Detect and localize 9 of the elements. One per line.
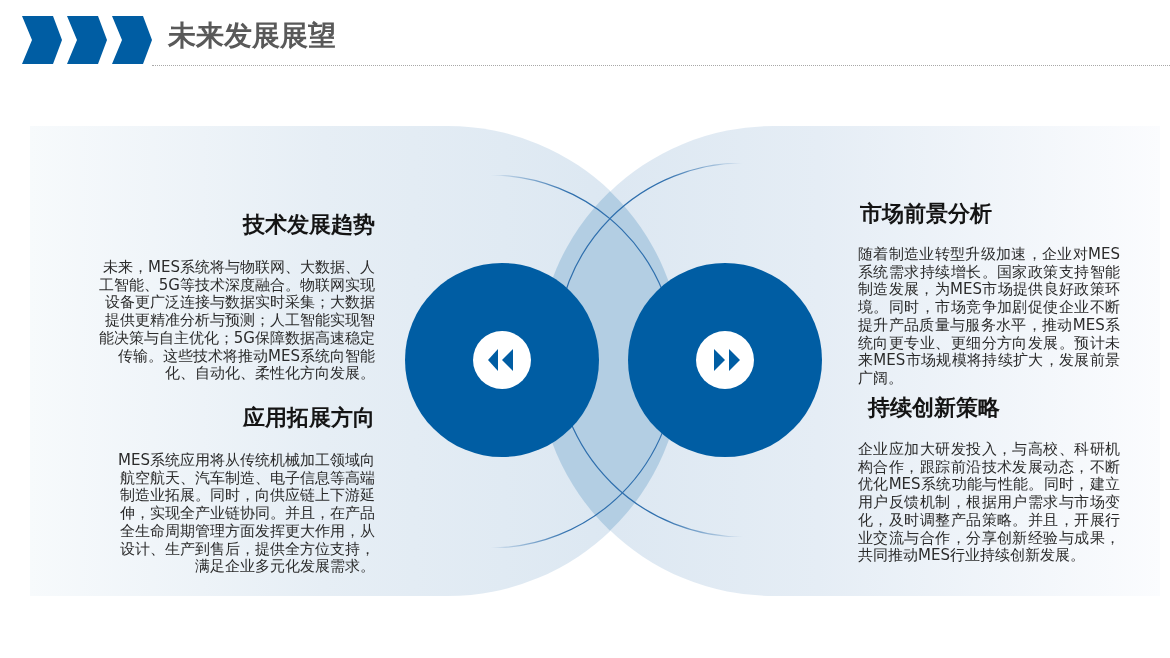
page-title: 未来发展展望 [168,18,336,54]
section-heading: 持续创新策略 [868,395,1000,421]
section-body-text: MES系统应用将从传统机械加工领域向航空航天、汽车制造、电子信息等高端制造业拓展。同时，向供应链上下游延伸，实现全产业链协同。并且，在产品全生命周期管理方面发挥更大作用，从设计、生产到售后，提供全方位支持，满足企业多元化发展需求。 [117,452,375,576]
section-body-text: 企业应加大研发投入，与高校、科研机构合作，跟踪前沿技术发展动态，不断优化MES系统功能与性能。同时，建立用户反馈机制，根据用户需求与市场变化，及时调整产品策略。并且，开展行业交流与合作，分享创新经验与成果，共同推动MES行业持续创新发展。 [858,441,1120,565]
section-body-text: 未来，MES系统将与物联网、大数据、人工智能、5G等技术深度融合。物联网实现设备更广泛连接与数据实时采集；大数据提供更精准分析与预测；人工智能实现智能决策与自主优化；5G保障数据高速稳定传输。这些技术将推动MES系统向智能化、自动化、柔性化方向发展。 [97,259,375,383]
section-heading: 技术发展趋势 [243,212,375,238]
section-body-text: 随着制造业转型升级加速，企业对MES系统需求持续增长。国家政策支持智能制造发展，为MES市场提供良好政策环境。同时，市场竞争加剧促使企业不断提升产品质量与服务水平，推动MES系统向更专业、更细分方向发展。预计未来MES市场规模将持续扩大，发展前景广阔。 [858,246,1120,388]
section-heading: 应用拓展方向 [243,405,375,431]
section-heading: 市场前景分析 [860,201,992,227]
